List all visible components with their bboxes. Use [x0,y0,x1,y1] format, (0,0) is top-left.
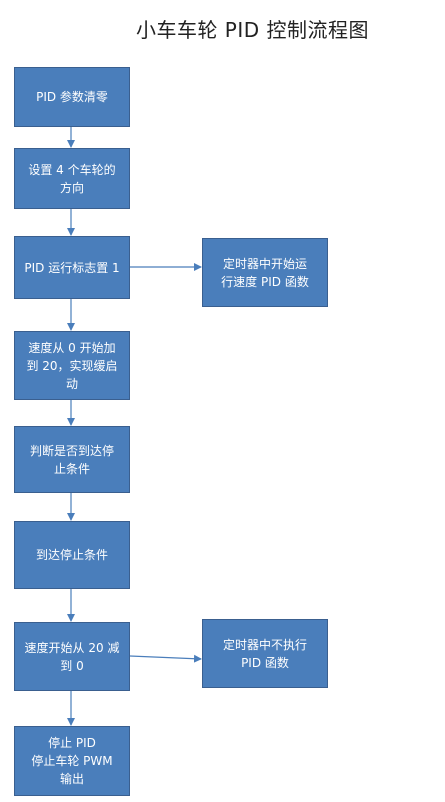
step-pid-flag-set: PID 运行标志置 1 [14,236,130,299]
step-check-stop: 判断是否到达停 止条件 [14,426,130,493]
note-timer-skip-pid: 定时器中不执行 PID 函数 [202,619,328,688]
step-set-wheel-direction: 设置 4 个车轮的 方向 [14,148,130,209]
arrow-side-2 [129,654,202,663]
step-accelerate: 速度从 0 开始加 到 20，实现缓启 动 [14,331,130,400]
note-timer-run-pid: 定时器中开始运 行速度 PID 函数 [202,238,328,307]
diagram-title: 小车车轮 PID 控制流程图 [135,18,370,42]
step-stop-pid: 停止 PID 停止车轮 PWM 输出 [14,726,130,796]
step-stop-reached: 到达停止条件 [14,521,130,589]
step-decelerate: 速度开始从 20 减 到 0 [14,622,130,691]
step-pid-reset: PID 参数清零 [14,67,130,127]
